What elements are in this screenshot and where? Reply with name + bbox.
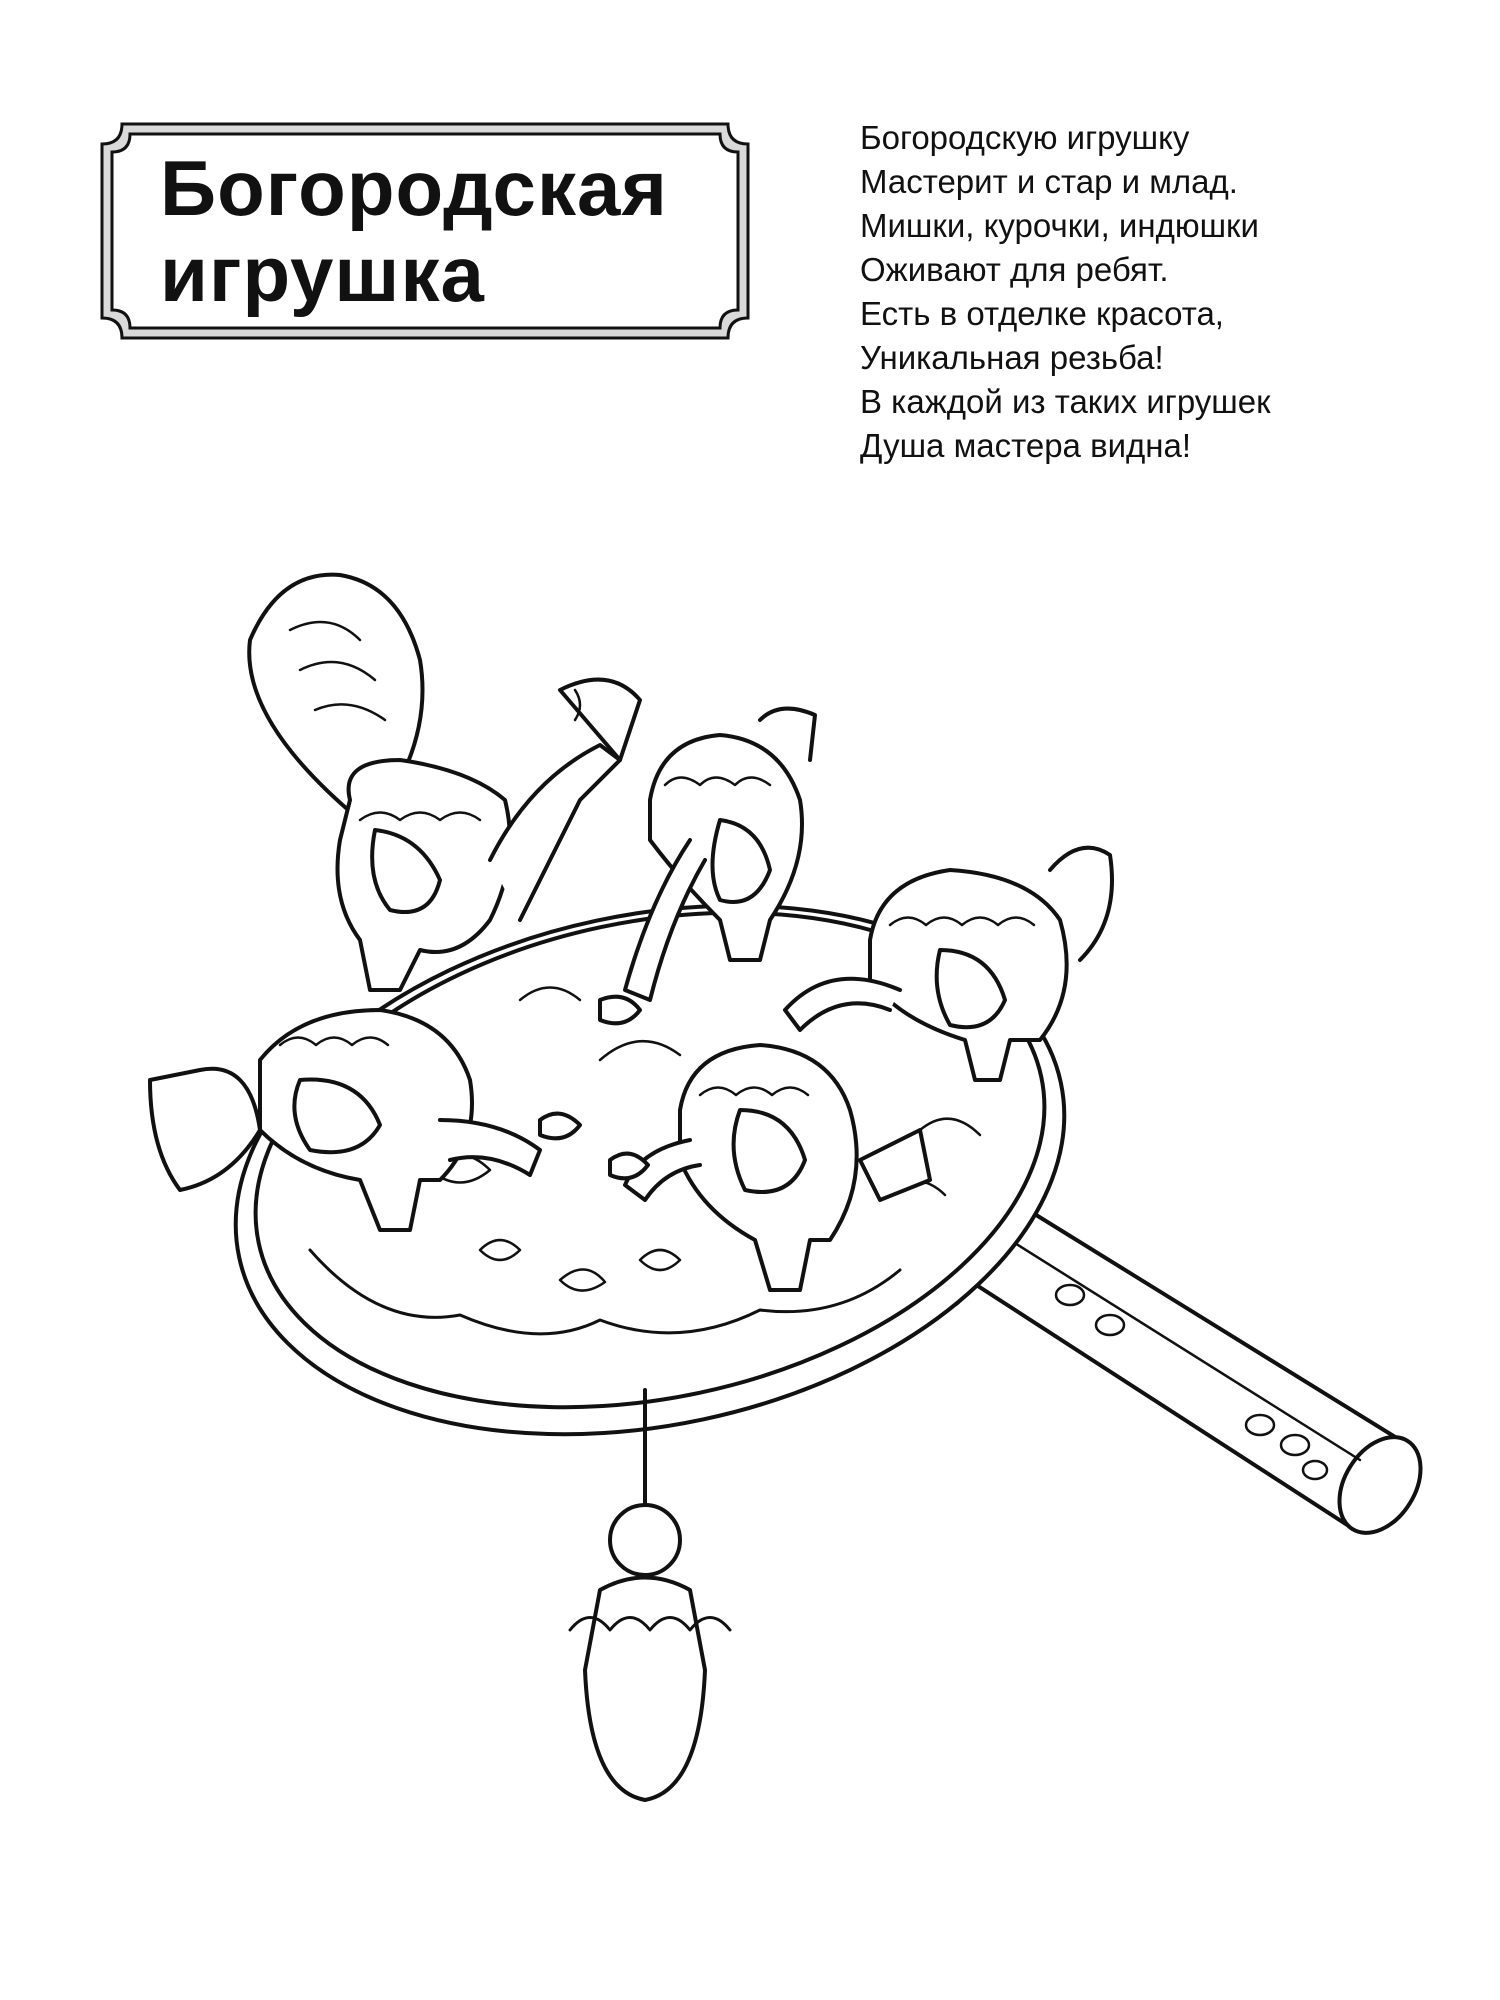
poem-line: Душа мастера видна!: [860, 427, 1192, 464]
poem-line: Оживают для ребят.: [860, 251, 1169, 288]
poem: Богородскую игрушку Мастерит и стар и мл…: [860, 116, 1460, 468]
hen-bottom-center: [608, 1043, 932, 1292]
poem-line: Богородскую игрушку: [860, 119, 1190, 156]
hen-bottom-left: [148, 1008, 582, 1232]
hen-top-center: [598, 706, 817, 1026]
hen-top-left: [247, 572, 642, 992]
poem-line: Уникальная резьба!: [860, 339, 1164, 376]
poem-line: В каждой из таких игрушек: [860, 383, 1271, 420]
page-title-line-2: игрушка: [160, 230, 485, 318]
poem-line: Мишки, курочки, индюшки: [860, 207, 1259, 244]
poem-line: Мастерит и стар и млад.: [860, 163, 1238, 200]
page-title-line-1: Богородская: [160, 144, 668, 232]
title-plaque-frame: [100, 122, 750, 340]
poem-line: Есть в отделке красота,: [860, 295, 1224, 332]
hen-right: [783, 845, 1114, 1082]
pendulum-weight: [568, 1388, 732, 1802]
title-plaque: Богородская игрушка: [100, 122, 750, 340]
